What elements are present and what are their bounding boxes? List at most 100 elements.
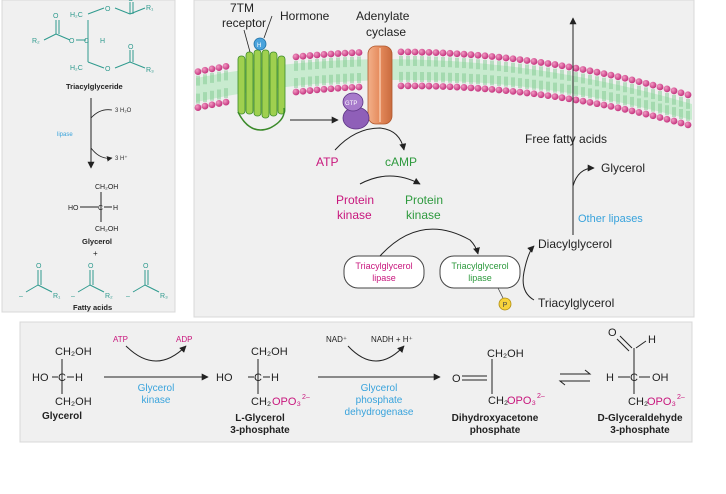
fa2-o: O: [88, 263, 94, 270]
lipid-head: [453, 83, 461, 91]
lipid-head: [334, 50, 342, 57]
lipid-head: [593, 68, 601, 76]
d-g3p-label-line2: 3-phosphate: [610, 425, 670, 436]
receptor-label-line1: 7TM: [230, 1, 254, 15]
lipid-head: [481, 52, 489, 60]
g3p-ch2oh: CH₂OH: [251, 346, 288, 358]
lipid-head: [677, 89, 685, 97]
atom-r2: R₂: [32, 38, 40, 45]
glycerol-label-left: Glycerol: [82, 237, 112, 246]
lipid-head: [488, 53, 496, 60]
lipid-head: [327, 50, 335, 58]
lipid-head: [222, 63, 230, 70]
ga-h: H: [606, 372, 614, 384]
plus-sign: +: [93, 249, 98, 258]
lipid-head: [628, 76, 636, 84]
fa3-o: O: [143, 263, 149, 270]
lipid-head: [586, 98, 594, 106]
triacylglyceride-label: Triacylglyceride: [66, 82, 123, 91]
lipid-head: [600, 70, 608, 78]
lipid-head: [208, 101, 216, 109]
atom-c-mid: C: [84, 38, 89, 45]
fa1-o-minus: –: [19, 293, 23, 300]
fa2-o-minus: –: [71, 293, 75, 300]
water-curve: [90, 109, 113, 119]
fatty-acids-label: Fatty acids: [73, 303, 112, 312]
nadh-label: NADH + H⁺: [371, 335, 413, 344]
bottom-panel-bg: [19, 321, 693, 443]
lipid-head: [467, 51, 475, 59]
lipid-head: [523, 89, 531, 97]
receptor-pointer: [243, 29, 251, 53]
atom-h2c-top: H₂C: [70, 12, 83, 19]
lipid-head: [656, 114, 664, 121]
lipid-head: [684, 121, 692, 129]
other-lipases-label: Other lipases: [578, 213, 643, 225]
protein-kinase-active-line1: Protein: [405, 193, 443, 207]
atom-o-2: O: [69, 38, 75, 45]
lipid-head: [593, 100, 601, 108]
lipid-head: [432, 82, 440, 90]
lipid-head: [341, 49, 349, 57]
lipid-head: [418, 48, 426, 56]
hormone-ligand: [253, 37, 267, 51]
lipid-head: [502, 87, 510, 95]
lipid-head: [614, 73, 622, 81]
lipid-head: [544, 60, 552, 67]
lipid-head: [306, 87, 314, 94]
gtp-label: GTP: [345, 101, 357, 107]
glycerol-kinase-line2: kinase: [142, 395, 171, 406]
lipid-head: [635, 78, 643, 86]
lipid-head: [670, 87, 678, 95]
atp-label: ATP: [316, 155, 338, 169]
gpdh-line1: Glycerol: [361, 383, 398, 394]
camp-label: cAMP: [385, 155, 417, 169]
hormone-label: Hormone: [280, 9, 330, 23]
triacylglyceride-atoms: H₂C O O R₁ O C H O R₂ H₂C O O R₃: [32, 0, 154, 74]
lipid-head: [523, 57, 531, 64]
glycerol-label-bottom: Glycerol: [42, 411, 82, 422]
hormone-pointer: [263, 15, 273, 39]
lipid-head: [355, 49, 363, 56]
g1-ho: HO: [32, 372, 49, 384]
lipid-head: [579, 66, 587, 73]
g1-c: C: [58, 372, 66, 384]
lipid-head: [663, 85, 671, 93]
lipase-enzyme-label: lipase: [57, 132, 73, 138]
g3p-ho: HO: [216, 372, 233, 384]
lipid-head: [348, 83, 356, 91]
phosphate-label: P: [503, 302, 508, 309]
gpdh-line3: dehydrogenase: [345, 407, 414, 418]
lipid-head: [320, 51, 328, 58]
lipid-head: [446, 83, 454, 91]
dhap-structure: CH₂OH O CH₂ OPO₃ 2–: [452, 348, 545, 407]
lipase-active-line1: Triacylglycerol: [451, 261, 508, 271]
g1-h: H: [75, 372, 83, 384]
lipid-head: [642, 110, 650, 118]
lipid-head: [516, 56, 524, 63]
adenylate-cyclase: [367, 45, 393, 125]
proton-label: 3 H⁺: [115, 155, 128, 162]
lipid-head: [425, 82, 433, 90]
lipid-head: [565, 63, 573, 71]
lipid-head: [439, 49, 447, 57]
ga-charge: 2–: [677, 394, 685, 401]
lipid-head: [397, 48, 405, 56]
lipid-head: [488, 85, 496, 93]
cyclase-label-line2: cyclase: [366, 25, 406, 39]
lipid-head: [208, 65, 216, 73]
lipid-head: [341, 84, 349, 92]
l-glycerol-3-phosphate-line2: 3-phosphate: [230, 425, 290, 436]
left-panel: H₂C O O R₁ O C H O R₂ H₂C O O R₃ Triacyl…: [1, 0, 176, 313]
dhap-label-line2: phosphate: [470, 425, 521, 436]
lipid-head: [509, 55, 517, 63]
lipid-head: [222, 98, 230, 106]
g3p-h: H: [271, 372, 279, 384]
lipid-head: [495, 86, 503, 94]
glycerol-branch-arrow: [572, 164, 595, 187]
dhap-charge: 2–: [537, 393, 545, 400]
lipid-head: [656, 83, 664, 91]
g3p-aldehyde-structure: O H H C OH CH₂ OPO₃ 2–: [606, 327, 685, 408]
lipid-head: [194, 68, 202, 75]
lipid-head: [495, 53, 503, 61]
